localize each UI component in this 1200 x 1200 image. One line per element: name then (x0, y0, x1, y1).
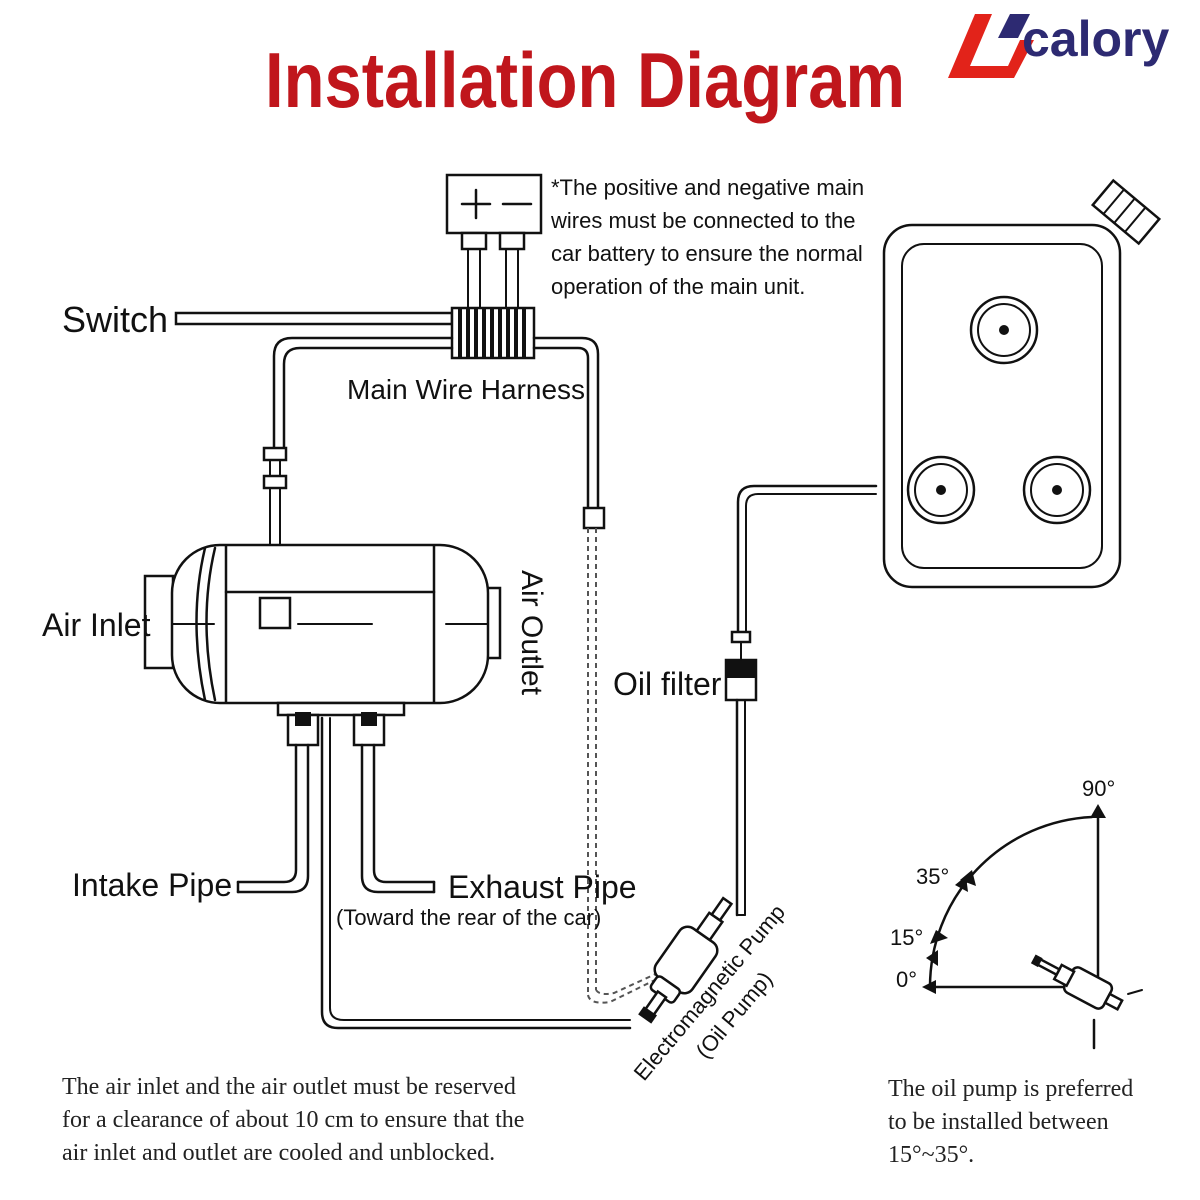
oil-line: Oil filter (613, 484, 878, 917)
intake-pipe-label: Intake Pipe (72, 867, 232, 903)
switch-wire (174, 311, 454, 326)
clearance-note: The air inlet and the air outlet must be… (62, 1074, 524, 1166)
pump-angle-note: The oil pump is preferred to be installe… (888, 1076, 1133, 1168)
brand-name: calory (1022, 11, 1170, 67)
intake-pipe: Intake Pipe (72, 743, 310, 903)
pump-angle-diagram: 90° 35° 15° 0° (890, 776, 1143, 1050)
svg-text:for a clearance of about 10 cm: for a clearance of about 10 cm to ensure… (62, 1107, 524, 1133)
electromagnetic-pump: Electromagnetic Pump (Oil Pump) (629, 896, 790, 1085)
battery (445, 173, 543, 311)
svg-text:car battery to ensure the norm: car battery to ensure the normal (551, 241, 863, 266)
svg-text:wires must be connected to the: wires must be connected to the (550, 208, 856, 233)
svg-text:The oil pump is preferred: The oil pump is preferred (888, 1076, 1133, 1102)
switch: Switch (62, 299, 454, 340)
svg-text:The air inlet and the air outl: The air inlet and the air outlet must be… (62, 1074, 516, 1100)
angle-35: 35° (916, 864, 949, 889)
air-inlet-label: Air Inlet (42, 607, 151, 643)
svg-text:air inlet and outlet are coole: air inlet and outlet are cooled and unbl… (62, 1140, 495, 1166)
air-outlet-label: Air Outlet (515, 570, 548, 696)
tank-body (882, 223, 1122, 589)
exhaust-pipe: Exhaust Pipe (Toward the rear of the car… (336, 743, 637, 930)
angle-90: 90° (1082, 776, 1115, 801)
fuel-line (320, 716, 632, 1030)
main-wire-harness: Main Wire Harness (262, 306, 661, 1004)
angle-marker-15 (926, 950, 938, 966)
heater-unit: Air Inlet Air Outlet (42, 543, 548, 747)
oil-filter-label: Oil filter (613, 666, 722, 702)
svg-text:to be installed between: to be installed between (888, 1109, 1109, 1135)
battery-note: *The positive and negative main wires mu… (550, 175, 864, 299)
pump-icon (1030, 954, 1124, 1012)
exhaust-pipe-label: Exhaust Pipe (448, 869, 637, 905)
fuel-tank (882, 178, 1162, 589)
angle-15: 15° (890, 925, 923, 950)
brand-mark-icon (948, 14, 1034, 78)
brand-logo: calory (948, 11, 1170, 78)
svg-text:operation of the main unit.: operation of the main unit. (551, 274, 805, 299)
svg-text:*The positive and negative mai: *The positive and negative main (551, 175, 864, 200)
angle-0: 0° (896, 967, 917, 992)
exhaust-note: (Toward the rear of the car) (336, 905, 601, 930)
tank-cap (1090, 178, 1162, 246)
diagram-title: Installation Diagram (265, 36, 905, 124)
harness-label: Main Wire Harness (347, 374, 585, 405)
svg-text:15°~35°.: 15°~35°. (888, 1142, 974, 1168)
switch-label: Switch (62, 299, 168, 340)
